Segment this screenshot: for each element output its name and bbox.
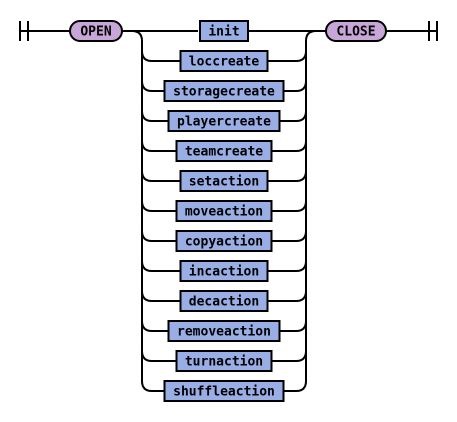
choice-rail-right (271, 350, 307, 362)
choice-label: playercreate (177, 115, 271, 130)
choice-rail-left (141, 200, 177, 212)
choice-box (179, 260, 269, 282)
choice-rail-left (141, 320, 169, 332)
choice-rail-left (141, 260, 181, 272)
choice-rail-left (141, 110, 169, 122)
choice-label: teamcreate (185, 145, 263, 160)
branch-left-curve (131, 30, 143, 42)
choice-label: init (208, 25, 239, 40)
choice-box (179, 170, 269, 192)
choice-storagecreate: storagecreate (141, 80, 307, 102)
choice-rail-right (271, 140, 307, 152)
choice-rail-right (267, 260, 307, 272)
choice-rail-right (279, 110, 307, 122)
choice-rail-right (267, 50, 307, 62)
choice-box (167, 320, 281, 342)
choice-loccreate: loccreate (141, 50, 307, 72)
choice-rail-left (141, 350, 177, 362)
choice-box (175, 230, 273, 252)
choice-box (179, 50, 269, 72)
choice-label: shuffleaction (173, 385, 275, 400)
choice-rail-right (283, 80, 307, 92)
choice-label: incaction (189, 265, 259, 280)
choice-rail-left (141, 50, 181, 62)
choice-label: moveaction (185, 205, 263, 220)
choice-rail-left (141, 230, 177, 242)
choice-list: init loccreate storagecreate playercreate te… (141, 20, 307, 402)
choice-label: copyaction (185, 235, 263, 250)
choice-box (175, 350, 273, 372)
choice-incaction: incaction (141, 260, 307, 282)
choice-rail-right (267, 170, 307, 182)
open-keyword: OPEN (69, 20, 123, 42)
close-keyword: CLOSE (325, 20, 387, 42)
choice-rail-right (283, 380, 307, 392)
choice-playercreate: playercreate (141, 110, 307, 132)
choice-label: loccreate (189, 55, 260, 70)
choice-setaction: setaction (141, 170, 307, 192)
choice-rail-left (141, 170, 181, 182)
choice-label: storagecreate (173, 85, 275, 100)
choice-turnaction: turnaction (141, 350, 307, 372)
choice-rail-right (271, 200, 307, 212)
choice-rail-right (267, 290, 307, 302)
close-keyword-label: CLOSE (336, 25, 375, 40)
choice-removeaction: removeaction (141, 320, 307, 342)
choice-rail-right (279, 320, 307, 332)
choice-box (163, 380, 285, 402)
open-keyword-label: OPEN (80, 25, 111, 40)
choice-box (163, 80, 285, 102)
branch-right-curve (305, 30, 317, 42)
choice-rail-left (141, 80, 165, 92)
choice-box (175, 140, 273, 162)
choice-label: setaction (189, 175, 259, 190)
choice-copyaction: copyaction (141, 230, 307, 252)
choice-label: removeaction (177, 325, 271, 340)
choice-moveaction: moveaction (141, 200, 307, 222)
choice-rail-right (271, 230, 307, 242)
choice-rail-left (141, 290, 181, 302)
choice-box (199, 20, 249, 42)
choice-box (179, 290, 269, 312)
choice-box (175, 200, 273, 222)
choice-box (167, 110, 281, 132)
choice-rail-left (141, 380, 165, 392)
choice-teamcreate: teamcreate (141, 140, 307, 162)
choice-label: decaction (189, 295, 259, 310)
choice-decaction: decaction (141, 290, 307, 312)
choice-init: init (199, 20, 249, 42)
choice-rail-left (141, 140, 177, 152)
choice-shuffleaction: shuffleaction (141, 380, 307, 402)
choice-label: turnaction (185, 355, 263, 370)
